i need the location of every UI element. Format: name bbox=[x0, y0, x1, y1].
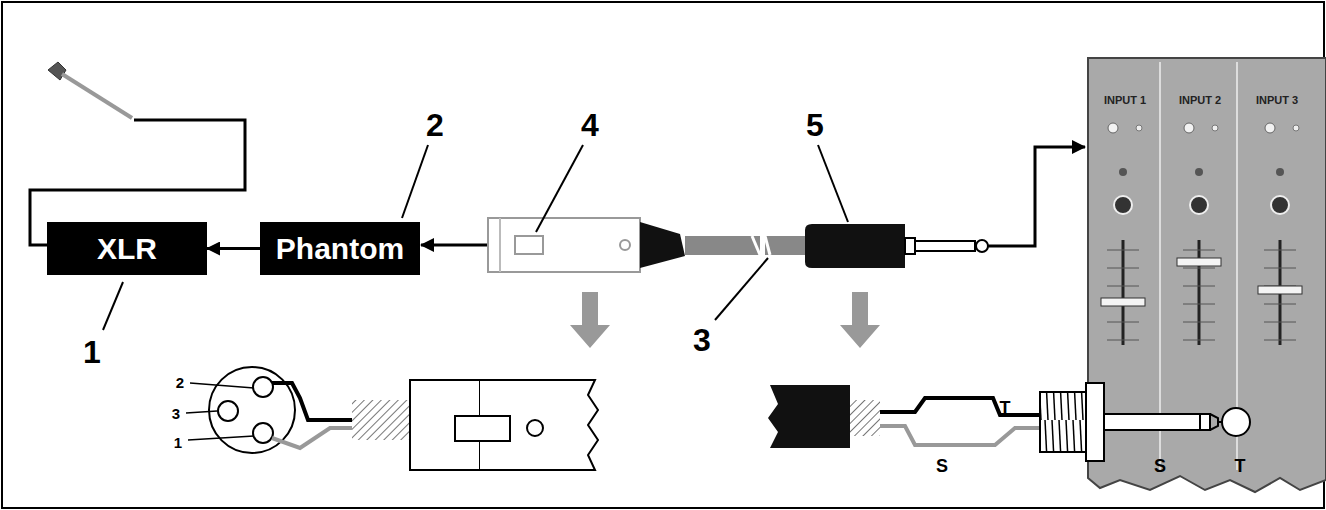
xlr-connector bbox=[488, 218, 807, 272]
labelled-box: Phantom bbox=[260, 222, 420, 275]
signal-arrow bbox=[207, 247, 260, 250]
jack-detail bbox=[768, 383, 1250, 461]
xlr-detail bbox=[186, 367, 598, 470]
box-label: XLR bbox=[97, 232, 157, 266]
pin-number: 1 bbox=[174, 435, 182, 450]
callout-number: 2 bbox=[426, 109, 444, 141]
pin-number: 3 bbox=[172, 406, 180, 421]
signal-name: S bbox=[936, 457, 948, 475]
signal-name: T bbox=[1000, 399, 1011, 417]
mixer-panel bbox=[1088, 58, 1326, 492]
microphone bbox=[30, 62, 245, 245]
leader-lines bbox=[103, 145, 848, 330]
box-label: Phantom bbox=[276, 232, 404, 266]
pin-number: 2 bbox=[176, 375, 184, 390]
callout-number: 3 bbox=[693, 324, 711, 356]
signal-name: S bbox=[1154, 457, 1166, 475]
callout-number: 4 bbox=[581, 109, 599, 141]
channel-label: INPUT 3 bbox=[1256, 95, 1298, 106]
labelled-box: XLR bbox=[47, 222, 207, 275]
callout-number: 1 bbox=[83, 336, 101, 368]
channel-label: INPUT 2 bbox=[1179, 95, 1221, 106]
signal-name: T bbox=[1235, 457, 1246, 475]
callout-number: 5 bbox=[806, 109, 824, 141]
channel-label: INPUT 1 bbox=[1104, 95, 1146, 106]
jack-plug bbox=[805, 147, 1085, 268]
